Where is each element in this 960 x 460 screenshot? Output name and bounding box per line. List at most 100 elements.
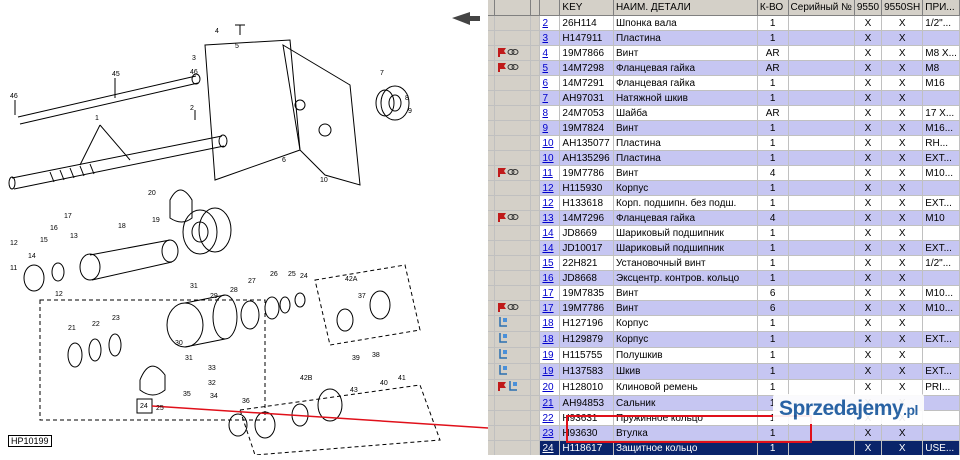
key-link[interactable]: 16 [539, 270, 561, 286]
model-9550sh-mark: X [881, 135, 924, 151]
model-9550-mark: X [854, 60, 883, 76]
key-link[interactable]: 14 [539, 240, 561, 256]
part-name: Натяжной шкив [613, 90, 758, 106]
flag-icon[interactable] [497, 47, 507, 60]
hierarchy-icon[interactable] [497, 316, 509, 331]
row-icons [494, 75, 531, 91]
key-link[interactable]: 17 [539, 285, 561, 301]
key-link[interactable]: 21 [539, 395, 561, 411]
hierarchy-icon[interactable] [497, 332, 509, 347]
hierarchy-icon[interactable] [497, 348, 509, 363]
flag-icon[interactable] [497, 62, 507, 75]
quantity: 1 [757, 331, 789, 348]
chain-link-icon[interactable] [507, 167, 519, 180]
svg-text:2: 2 [190, 105, 194, 112]
col-header-name[interactable]: НАИМ. ДЕТАЛИ [613, 0, 758, 16]
key-link[interactable]: 12 [539, 195, 561, 211]
key-link[interactable]: 3 [539, 30, 561, 46]
part-number: 14M7298 [559, 60, 614, 76]
key-link[interactable]: 23 [539, 425, 561, 441]
key-link[interactable]: 14 [539, 225, 561, 241]
flag-icon[interactable] [497, 212, 507, 225]
key-link[interactable]: 4 [539, 45, 561, 61]
quantity: 1 [757, 425, 789, 441]
key-link[interactable]: 15 [539, 255, 561, 271]
quantity: 1 [757, 195, 789, 211]
col-header-note[interactable]: ПРИ... [922, 0, 960, 16]
key-link[interactable]: 2 [539, 15, 561, 31]
flag-icon[interactable] [497, 302, 507, 315]
key-link[interactable]: 19 [539, 363, 561, 380]
key-link[interactable]: 18 [539, 315, 561, 332]
svg-text:10: 10 [320, 177, 328, 184]
chain-link-icon[interactable] [507, 62, 519, 75]
col-header-key[interactable]: KEY [559, 0, 614, 16]
col-header-9550[interactable]: 9550 [854, 0, 883, 16]
model-9550sh-mark: X [881, 90, 924, 106]
col-header-serial[interactable]: Серийный № [788, 0, 855, 16]
key-link[interactable]: 8 [539, 105, 561, 121]
chain-link-icon[interactable] [507, 302, 519, 315]
row-spacer [530, 75, 541, 91]
key-link[interactable]: 20 [539, 379, 561, 396]
flag-icon[interactable] [497, 167, 507, 180]
key-link[interactable]: 10 [539, 150, 561, 166]
key-link[interactable]: 5 [539, 60, 561, 76]
key-link[interactable]: 22 [539, 410, 561, 426]
key-link[interactable]: 17 [539, 300, 561, 316]
parts-list-grid[interactable]: KEY НАИМ. ДЕТАЛИ К-ВО Серийный № 9550 95… [488, 0, 960, 455]
chain-link-icon[interactable] [507, 212, 519, 225]
key-link[interactable]: 11 [539, 165, 561, 181]
key-link[interactable]: 13 [539, 210, 561, 226]
col-header-9550sh[interactable]: 9550SH [881, 0, 924, 16]
part-name: Корп. подшипн. без подш. [613, 195, 758, 211]
key-link[interactable]: 7 [539, 90, 561, 106]
hierarchy-icon[interactable] [497, 364, 509, 379]
part-number: H115755 [559, 347, 614, 364]
note: PRI... [922, 379, 960, 396]
note: EXT... [922, 331, 960, 348]
note [922, 180, 960, 196]
part-number: 14M7296 [559, 210, 614, 226]
key-link[interactable]: 24 [539, 440, 561, 455]
flag-icon[interactable] [497, 381, 507, 394]
key-link[interactable]: 18 [539, 331, 561, 348]
note: 1/2"... [922, 15, 960, 31]
hierarchy-icon[interactable] [507, 380, 519, 395]
key-link[interactable]: 6 [539, 75, 561, 91]
col-header-qty[interactable]: К-ВО [757, 0, 789, 16]
key-link[interactable]: 9 [539, 120, 561, 136]
part-number: H129879 [559, 331, 614, 348]
key-link[interactable]: 19 [539, 347, 561, 364]
key-link[interactable]: 10 [539, 135, 561, 151]
key-link[interactable]: 12 [539, 180, 561, 196]
chain-link-icon[interactable] [507, 47, 519, 60]
